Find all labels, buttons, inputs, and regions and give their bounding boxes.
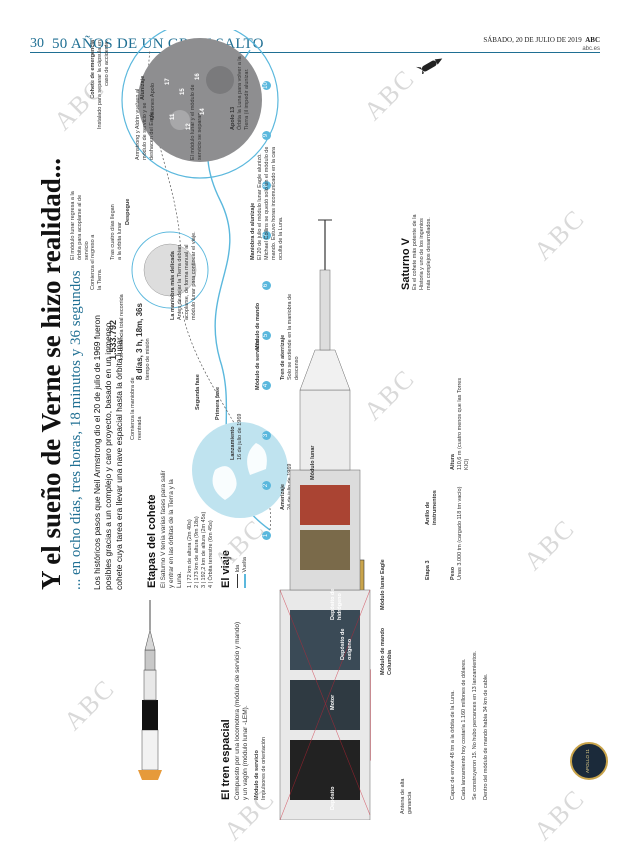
header-rule (30, 52, 600, 53)
moon-crater (206, 66, 234, 94)
journey-diagram (121, 30, 288, 531)
fact-capacity: Capaz de enviar 48 tm a la órbita de la … (450, 690, 456, 800)
hydrogen-tank-label: Depósito de hidrógeno (330, 588, 343, 620)
antenna-label: Antena de alta ganancia (400, 778, 413, 814)
lunar-orbit-ring (131, 231, 209, 309)
saturn-stack-diagram (138, 600, 162, 780)
fact-cable: Dentro del módulo de mando había 34 km d… (483, 673, 489, 800)
fact-cost: Cada lanzamiento hoy costaría 1.160 mill… (461, 658, 467, 800)
moon-mission-16: 16 (195, 73, 201, 80)
lunar-module-note: El módulo lunar y el módulo de servicio … (190, 84, 203, 160)
space-train-text: Compuesto por una locomotora (módulo de … (234, 621, 249, 800)
saturn-v-cutaway (260, 30, 390, 821)
fact-built: Se construyeron 15. No hubo percances en… (472, 650, 478, 800)
separation-note: Comienza la maniobra de reentrada (130, 377, 143, 440)
saturn-v-text: Es el cohete más potente de la Historia … (412, 214, 432, 290)
moon-mission-11: 11 (170, 113, 176, 120)
return-note: Comienza el regreso a la Tierra. (90, 234, 103, 290)
motor-label: Motor (330, 694, 336, 710)
deposit-label: Depósito (330, 786, 336, 810)
landing-label: Alunizaje (140, 75, 146, 100)
space-train-title: El tren espacial (220, 719, 232, 800)
moon-mission-15: 15 (180, 88, 186, 95)
rocket-icon (416, 58, 443, 74)
facts-panel: Capaz de enviar 48 tm a la órbita de la … (450, 600, 490, 800)
infographic-canvas: Y el sueño de Verne se hizo realidad... … (30, 30, 610, 821)
moon-apollo-label: Misiones Apolo (150, 83, 156, 120)
saturn-v-title: Saturno V (400, 238, 412, 290)
moon-crater (170, 110, 190, 130)
badge-text: APOLLO 11 (585, 749, 590, 773)
page-number: 30 (30, 36, 44, 51)
brand-name: ABC (585, 36, 600, 44)
moon-circle (138, 38, 262, 162)
stage3-label: Etapa 3 (425, 560, 431, 580)
publication-date: SÁBADO, 20 DE JULIO DE 2019 ABC (483, 36, 600, 44)
takeoff-label: Despegue (125, 198, 131, 225)
lunar-module-cutaway-label: Módulo lunar (310, 445, 316, 480)
instrument-ring-label: Anillo de instrumentos (425, 490, 438, 525)
legend-vuelta-line (243, 574, 246, 588)
earth-continents (212, 443, 267, 500)
earth-circle (192, 422, 288, 518)
moon-mission-12: 12 (186, 123, 192, 130)
legend-ida-line (237, 574, 239, 588)
command-module-cutaway-label: Módulo de mando (255, 302, 261, 350)
moon-mission-14: 14 (200, 108, 206, 115)
saturn-v-drawing (279, 219, 371, 821)
moon-mission-17: 17 (165, 78, 171, 85)
site-url: abc.es (582, 46, 600, 52)
module-return-note: El módulo lunar regresa a la órbita para… (70, 191, 90, 260)
saturn-v-panel: Saturno V Es el cohete más potente de la… (400, 210, 433, 290)
moon-orbit-small (143, 243, 197, 297)
three-days-note: Tras cuatro días llegan a la órbita luna… (110, 204, 123, 260)
second-phase-label: Segunda fase (195, 374, 201, 410)
moon-orbit-ring (121, 30, 279, 179)
first-phase-label: Primera fase (215, 386, 221, 420)
apollo-11-badge: APOLLO 11 (570, 742, 608, 780)
